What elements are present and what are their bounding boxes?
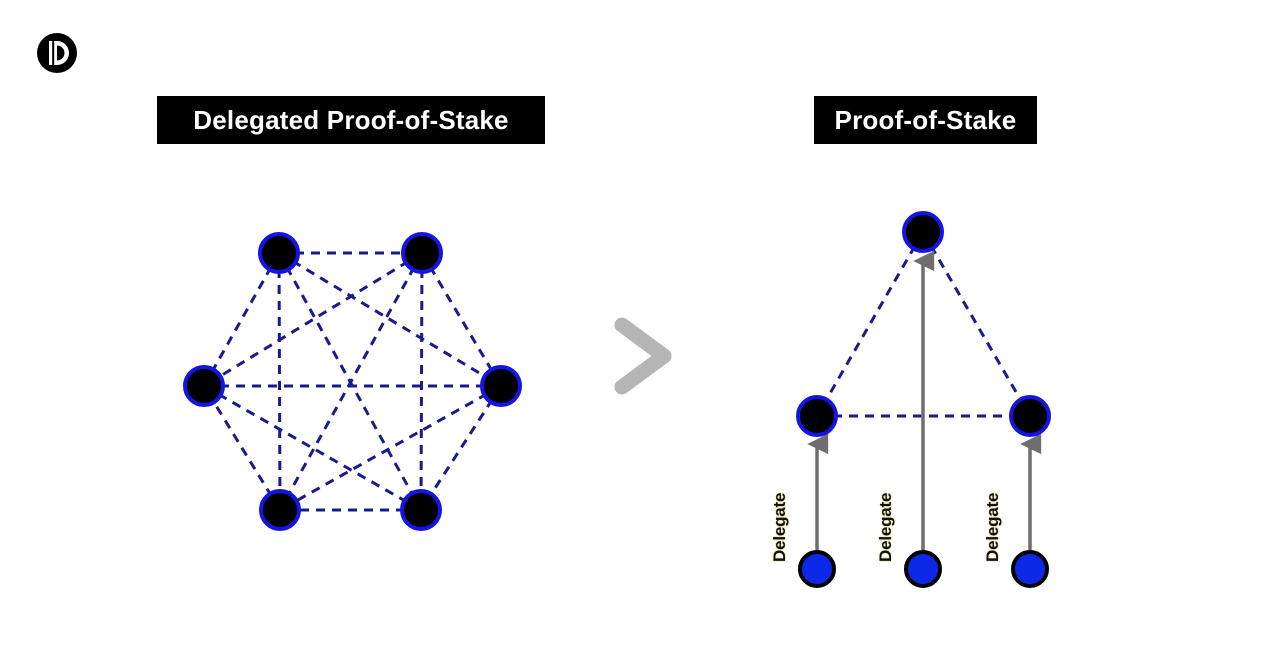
dpos-edges bbox=[202, 251, 503, 512]
validator-node[interactable] bbox=[258, 232, 300, 274]
validator-node[interactable] bbox=[902, 211, 944, 253]
validator-node[interactable] bbox=[796, 395, 838, 437]
brand-logo bbox=[36, 32, 78, 74]
validator-node[interactable] bbox=[259, 489, 301, 531]
edge-n1-n5 bbox=[277, 252, 282, 511]
delegate-label: Delegate bbox=[983, 492, 1002, 562]
edge-n1-n3 bbox=[278, 251, 502, 388]
d-circle-logo-icon bbox=[37, 33, 77, 73]
dpos-nodes bbox=[183, 232, 522, 531]
delegate-arrows bbox=[807, 250, 1042, 550]
validator-node[interactable] bbox=[401, 232, 443, 274]
edge-n1-n6 bbox=[202, 252, 281, 387]
panel-title-dpos: Delegated Proof-of-Stake bbox=[157, 96, 545, 144]
delegator-node[interactable] bbox=[904, 550, 942, 588]
validator-node[interactable] bbox=[183, 365, 225, 407]
validator-node[interactable] bbox=[400, 489, 442, 531]
edge-n3-n5 bbox=[279, 384, 502, 512]
delegator-node[interactable] bbox=[798, 550, 836, 588]
validator-node[interactable] bbox=[1009, 395, 1051, 437]
pos-edges bbox=[815, 231, 1032, 418]
delegator-node[interactable] bbox=[1011, 550, 1049, 588]
edge-n2-n6 bbox=[203, 251, 423, 388]
validator-node[interactable] bbox=[480, 365, 522, 407]
edge-vtop-vleft bbox=[815, 231, 925, 417]
edge-n3-n4 bbox=[419, 385, 503, 511]
edge-vtop-vright bbox=[921, 231, 1032, 417]
panel-title-pos: Proof-of-Stake bbox=[814, 96, 1037, 144]
pos-delegator-nodes bbox=[798, 550, 1049, 588]
pos-validator-nodes bbox=[796, 211, 1051, 437]
edge-n2-n3 bbox=[420, 252, 503, 387]
delegate-label: Delegate bbox=[770, 492, 789, 562]
edge-n4-n6 bbox=[203, 384, 422, 512]
edge-n2-n5 bbox=[278, 252, 424, 511]
delegate-label: Delegate bbox=[876, 492, 895, 562]
edge-n2-n4 bbox=[419, 252, 424, 511]
edge-n5-n6 bbox=[202, 385, 282, 511]
chevron-right-icon bbox=[614, 317, 672, 395]
